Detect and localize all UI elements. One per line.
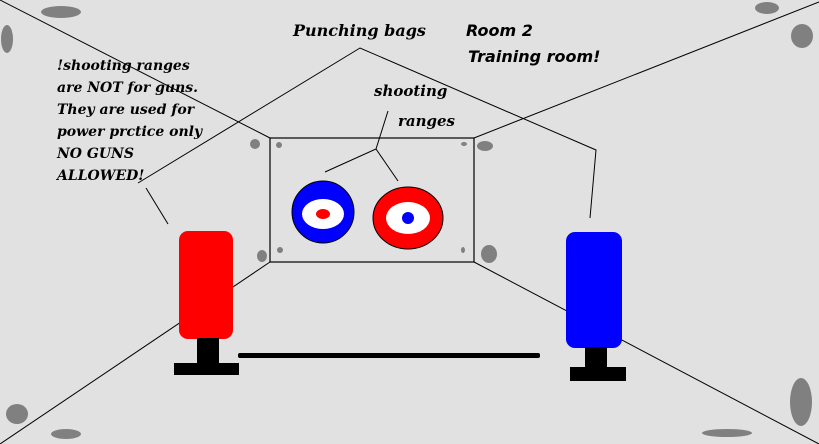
stone (41, 6, 81, 18)
ranges-label: ranges (398, 112, 456, 130)
notice-line: NO GUNS (56, 146, 134, 162)
right-target[interactable] (372, 186, 444, 250)
floor-bar (238, 353, 540, 358)
stone (790, 378, 812, 426)
shooting-ranges-pointer-left (324, 110, 389, 173)
stone (51, 429, 81, 439)
punching-bags-label: Punching bags (292, 21, 426, 40)
notice-line: ALLOWED! (55, 168, 144, 184)
left-target-bullseye (316, 209, 330, 219)
wall-line-bottom-right (473, 261, 819, 444)
punching-bags-pointer (137, 47, 597, 219)
right-bag-base (570, 367, 626, 381)
stone (481, 245, 497, 263)
stone (6, 404, 28, 424)
stone (257, 250, 267, 262)
stone (461, 142, 467, 146)
stone (702, 429, 752, 437)
left-bag-base (174, 363, 239, 375)
stone (477, 141, 493, 151)
room-subtitle: Training room! (468, 47, 600, 66)
notice-text: !shooting ranges are NOT for guns. They … (55, 58, 203, 184)
notice-pointer (145, 187, 169, 225)
notice-line: are NOT for guns. (57, 80, 198, 96)
shooting-label: shooting (374, 82, 447, 100)
left-punching-bag[interactable] (174, 231, 239, 375)
notice-line: They are used for (57, 102, 196, 118)
right-punching-bag[interactable] (566, 232, 626, 381)
stone (276, 142, 282, 148)
right-target-bullseye (402, 212, 414, 224)
stone (250, 139, 260, 149)
stone (791, 24, 813, 48)
stones (1, 2, 813, 439)
left-bag-body (179, 231, 233, 339)
stone (755, 2, 779, 14)
stone (1, 25, 13, 53)
room-title: Room 2 (466, 21, 533, 40)
left-target[interactable] (291, 180, 355, 244)
notice-line: !shooting ranges (57, 58, 190, 74)
notice-line: power prctice only (57, 124, 203, 140)
pointer-lines (137, 47, 597, 225)
right-bag-stand (585, 347, 607, 369)
wall-line-top-right (473, 1, 819, 139)
left-bag-stand (197, 338, 219, 364)
shooting-ranges-pointer-right (375, 148, 399, 182)
stone (277, 247, 283, 253)
right-bag-body (566, 232, 622, 348)
back-wall (269, 137, 475, 263)
wall-line-top-left (0, 0, 271, 139)
stone (461, 247, 465, 253)
